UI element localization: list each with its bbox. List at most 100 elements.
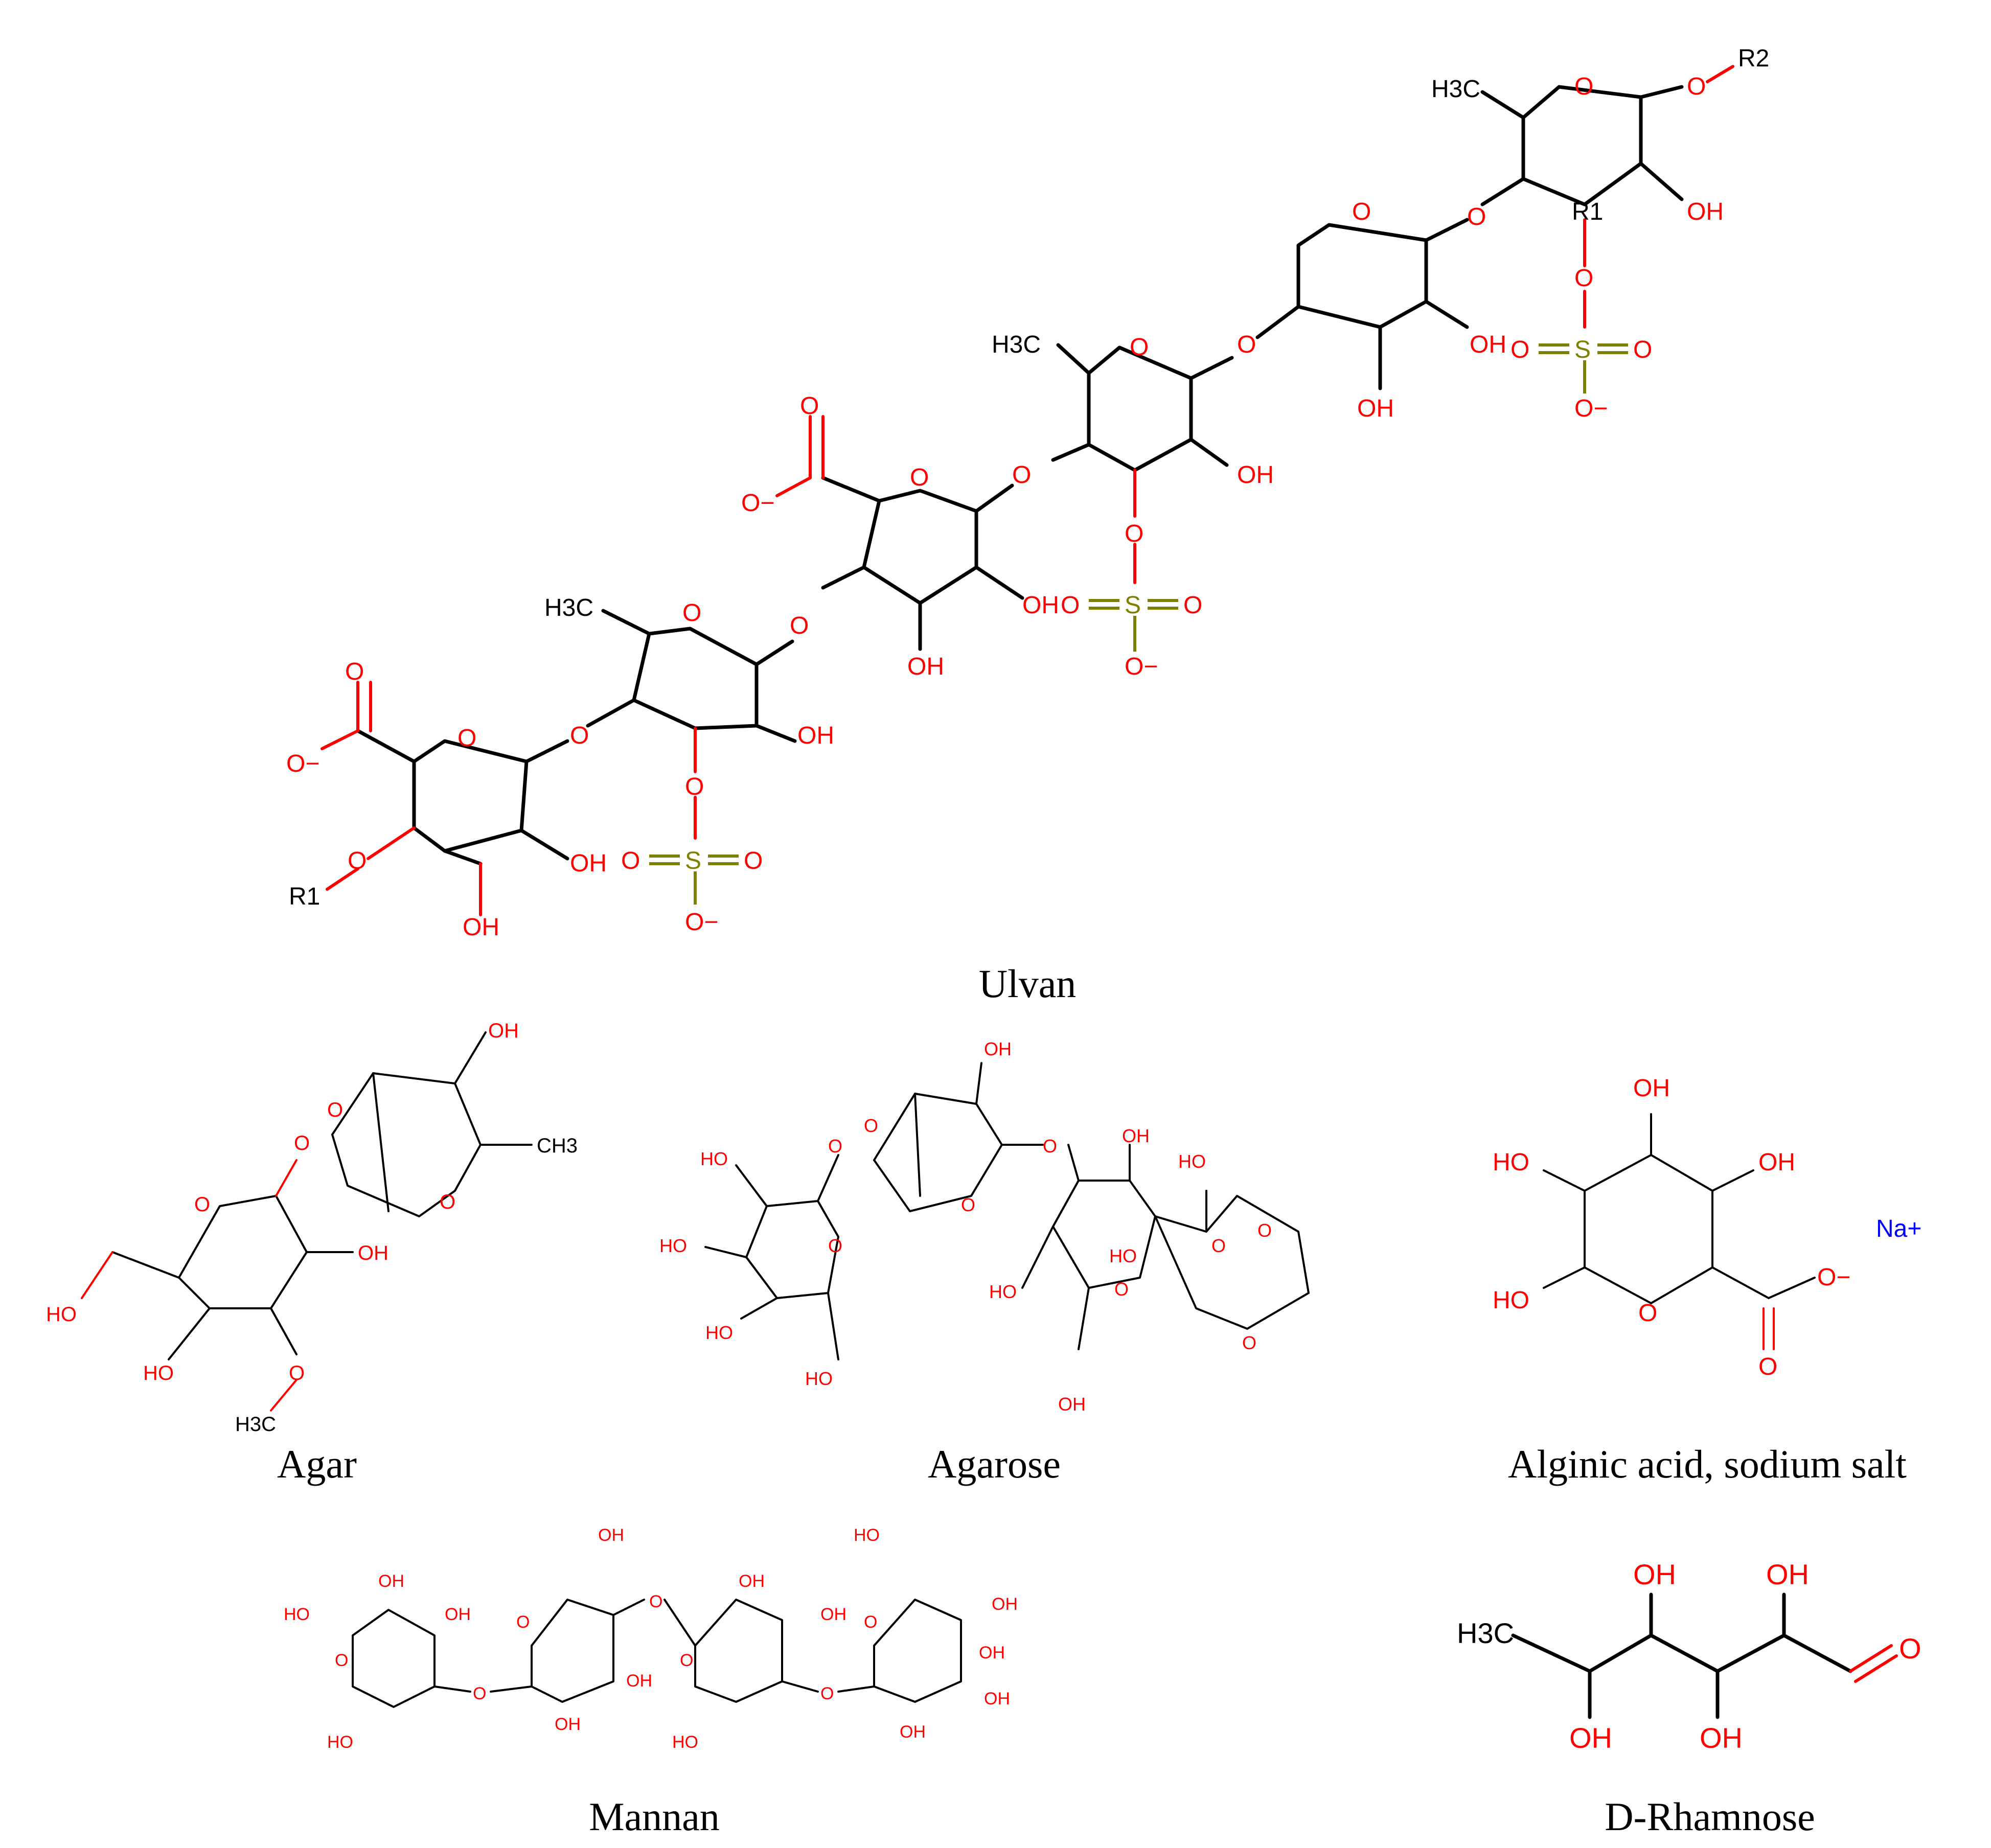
agarose-bridge-o-1: O [864, 1115, 878, 1136]
ulvan-o-r1: O [348, 847, 367, 874]
ulvan-ring-o-1: O [457, 725, 476, 752]
ulvan-s-6: S [1574, 336, 1591, 363]
agarose-ring-o-3: O [1114, 1279, 1129, 1300]
alginate-ho-bottom: HO [1493, 1287, 1529, 1314]
agarose-ho-6: HO [989, 1281, 1017, 1302]
rhamnose-o-aldehyde: O [1899, 1632, 1921, 1665]
ulvan-o-left-2: O [621, 847, 640, 874]
ulvan-r2-end: R2 [1738, 45, 1769, 72]
ulvan-oh-5b: OH [1357, 395, 1394, 422]
mannan-oh-9: OH [979, 1643, 1005, 1662]
agarose-ring-o-4: O [1257, 1220, 1272, 1241]
rhamnose-oh-2: OH [1766, 1558, 1809, 1590]
ulvan-o-right-6: O [1633, 336, 1652, 363]
mannan-oh-10: OH [984, 1689, 1010, 1708]
mannan-ring-o-4: O [864, 1612, 877, 1632]
agarose-oh-2: OH [1122, 1125, 1150, 1146]
mannan-ho-3: HO [672, 1732, 698, 1752]
ulvan-link-o-4: O [1237, 331, 1256, 358]
agarose-ring-o-6: O [1242, 1332, 1256, 1353]
mannan-link-o-1: O [473, 1684, 486, 1703]
ulvan-oh-4: OH [1237, 461, 1274, 489]
alginate-o-minus: O− [1817, 1264, 1850, 1291]
caption-mannan: Mannan [589, 1794, 720, 1839]
ulvan-o-minus-2: O− [685, 909, 718, 936]
ulvan-oh-3b: OH [907, 653, 944, 680]
rhamnose-h3c: H3C [1457, 1617, 1514, 1649]
alginate-oh-top: OH [1633, 1075, 1670, 1102]
ulvan-unit-rhamnose-6 [1480, 65, 1734, 329]
mannan-ho-4: HO [854, 1526, 880, 1545]
mannan-oh-7: OH [820, 1605, 846, 1624]
mannan-oh-5: OH [555, 1715, 581, 1734]
agar-o-methyl: O [289, 1362, 305, 1384]
agarose-ring-o-1: O [828, 1235, 842, 1256]
rhamnose-oh-1: OH [1633, 1558, 1676, 1590]
agar-oh-1: OH [358, 1242, 388, 1264]
agar-ring-o-2: O [440, 1191, 455, 1213]
ulvan-ring-o-2: O [682, 599, 701, 627]
ulvan-o-r2: O [1687, 73, 1706, 100]
ulvan-ring-o-6: O [1574, 73, 1593, 100]
ulvan-sulfate-4 [1089, 599, 1178, 652]
ulvan-h3c-4: H3C [992, 331, 1041, 358]
alginate-structure [1543, 1113, 1816, 1350]
agarose-ho-2: HO [659, 1235, 687, 1256]
sodium-ion: Na+ [1876, 1215, 1921, 1242]
ulvan-oh-6: OH [1687, 198, 1724, 225]
rhamnose-structure [1511, 1592, 1898, 1719]
ulvan-unit-glucuronate-1 [321, 681, 569, 916]
ulvan-o-sulf-2: O [685, 773, 704, 800]
agar-ch3: CH3 [537, 1135, 578, 1157]
mannan-oh-8: OH [992, 1595, 1018, 1614]
mannan-ring-o-1: O [335, 1651, 348, 1670]
ulvan-o-right-4: O [1183, 592, 1202, 619]
caption-ulvan: Ulvan [978, 961, 1077, 1006]
mannan-structure [352, 1599, 962, 1708]
agar-h3c: H3C [235, 1413, 276, 1436]
ulvan-unit-rhamnose-2 [586, 609, 797, 840]
agarose-oh-3: OH [1058, 1394, 1086, 1415]
alginate-oh-right: OH [1758, 1149, 1795, 1176]
ulvan-s-2: S [685, 847, 701, 874]
agar-ho-2: HO [143, 1362, 174, 1384]
mannan-oh-11: OH [900, 1722, 926, 1742]
mannan-link-o-3: O [820, 1684, 834, 1703]
ulvan-r1-start: R1 [289, 883, 320, 910]
agarose-oh-top: OH [984, 1038, 1012, 1059]
ulvan-o-minus-1: O− [286, 750, 319, 777]
ulvan-sulfate-2 [649, 854, 739, 905]
agarose-ring-o-5: O [1211, 1235, 1226, 1256]
ulvan-h3c-2: H3C [544, 594, 593, 621]
ulvan-o-sulf-6: O [1574, 265, 1593, 292]
alginate-o-double: O [1758, 1353, 1777, 1380]
ulvan-o-double-1: O [345, 658, 364, 685]
ulvan-unit-rhamnose-4 [1051, 343, 1234, 584]
ulvan-unit-glucuronate-3 [775, 415, 1024, 651]
agarose-ho-3: HO [705, 1322, 733, 1343]
ulvan-ring-o-3: O [910, 464, 929, 491]
ulvan-o-double-3: O [800, 392, 819, 420]
ulvan-o-right-2: O [744, 847, 763, 874]
mannan-ring-o-3: O [680, 1651, 693, 1670]
caption-alginic-acid: Alginic acid, sodium salt [1508, 1442, 1907, 1486]
agar-structure [81, 1031, 533, 1412]
agarose-link-o-2: O [1043, 1136, 1057, 1157]
agarose-ho-5: HO [1178, 1151, 1206, 1172]
ulvan-o-minus-3: O− [741, 490, 774, 517]
agar-link-o: O [294, 1132, 310, 1154]
alginate-ring-o: O [1638, 1300, 1657, 1327]
ulvan-oh-3a: OH [1022, 592, 1059, 619]
agar-ring-o-1: O [194, 1193, 210, 1216]
mannan-ho-1: HO [284, 1605, 310, 1624]
mannan-ho-2: HO [327, 1732, 353, 1752]
mannan-oh-2: OH [445, 1605, 471, 1624]
agarose-structure [704, 1062, 1310, 1360]
mannan-oh-1: OH [378, 1572, 404, 1591]
ulvan-link-o-2: O [790, 612, 809, 639]
ulvan-oh-1a: OH [570, 850, 607, 877]
ulvan-o-left-4: O [1061, 592, 1080, 619]
agarose-link-o-1: O [828, 1136, 842, 1157]
